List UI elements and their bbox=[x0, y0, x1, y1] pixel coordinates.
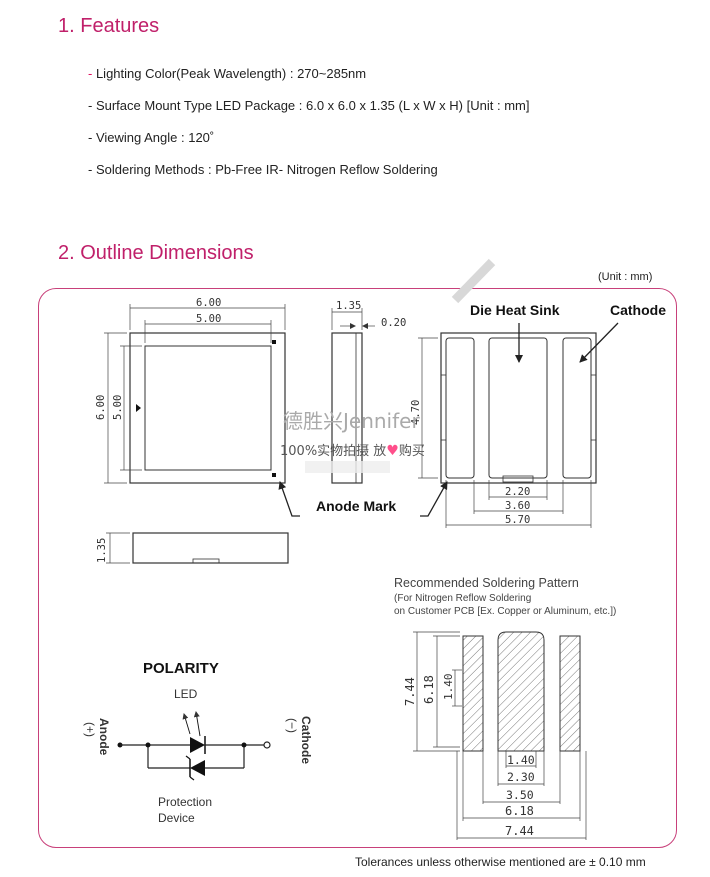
watermark-line2: 100%实物拍摄 放♥购买 bbox=[280, 443, 425, 459]
polarity-title: POLARITY bbox=[143, 660, 219, 677]
anode-mark-square bbox=[272, 473, 276, 477]
feature-item-package: - Surface Mount Type LED Package : 6.0 x… bbox=[88, 98, 529, 113]
feature-text: Surface Mount Type LED Package : 6.0 x 6… bbox=[92, 98, 530, 113]
led-diode-icon bbox=[190, 737, 205, 753]
dim-solder-w5: 7.44 bbox=[505, 824, 534, 838]
feature-dash: - bbox=[88, 98, 93, 113]
feature-text: Soldering Methods : Pb-Free IR- Nitrogen… bbox=[92, 162, 438, 177]
node-cathode bbox=[263, 741, 271, 749]
dim-bottom-height: 4.70 bbox=[410, 400, 422, 425]
dim-solder-w3: 3.50 bbox=[506, 788, 534, 802]
dim-bottom-outer: 5.70 bbox=[505, 514, 530, 526]
feature-dash: - bbox=[88, 66, 93, 81]
label-die-heat-sink: Die Heat Sink bbox=[470, 302, 560, 318]
polarity-cathode-label: Cathode bbox=[299, 716, 313, 764]
dim-top-height-outer: 6.00 bbox=[95, 395, 107, 420]
arrow-anode-right bbox=[420, 481, 448, 517]
dim-solder-height-mid: 6.18 bbox=[422, 675, 436, 704]
dim-front-height: 1.35 bbox=[96, 538, 108, 563]
solder-pad-right bbox=[559, 635, 581, 752]
dim-side-lip: 0.20 bbox=[381, 317, 406, 329]
top-view: 6.00 5.00 6.00 5.00 bbox=[95, 297, 286, 484]
soldering-sub2: on Customer PCB [Ex. Copper or Aluminum,… bbox=[394, 606, 616, 617]
protection-label: Protection bbox=[158, 795, 212, 809]
soldering-sub1: (For Nitrogen Reflow Soldering bbox=[394, 593, 531, 604]
polarity-cathode-sign: (−) bbox=[285, 718, 299, 733]
drawing-frame bbox=[38, 288, 677, 848]
protection-diode-icon bbox=[190, 760, 205, 776]
feature-item-soldering: - Soldering Methods : Pb-Free IR- Nitrog… bbox=[88, 162, 438, 177]
dim-solder-height-inner: 1.40 bbox=[442, 674, 455, 701]
dim-bottom-mid: 3.60 bbox=[505, 500, 530, 512]
dim-solder-w4: 6.18 bbox=[505, 804, 534, 818]
dim-top-height-inner: 5.00 bbox=[112, 395, 124, 420]
corner-mark bbox=[272, 340, 276, 344]
dim-bottom-center: 2.20 bbox=[505, 486, 530, 498]
heart-icon: ♥ bbox=[386, 443, 399, 459]
polarity-diagram: POLARITY LED Anode (+) Cathode (−) Prote… bbox=[83, 660, 313, 825]
label-anode-mark: Anode Mark bbox=[316, 498, 396, 514]
front-view-body bbox=[132, 532, 289, 564]
top-view-inner bbox=[144, 345, 272, 471]
soldering-pattern: Recommended Soldering Pattern (For Nitro… bbox=[394, 576, 616, 840]
front-view: 1.35 bbox=[96, 532, 289, 564]
polarity-anode-label: Anode bbox=[97, 718, 111, 756]
watermark-line1: 德胜兴Jennifer bbox=[283, 409, 420, 433]
arrow-cathode bbox=[579, 322, 619, 363]
side-view-body bbox=[331, 332, 363, 484]
dim-solder-height-outer: 7.44 bbox=[403, 677, 417, 706]
side-view: 1.35 0.20 bbox=[331, 300, 406, 484]
tolerance-note: Tolerances unless otherwise mentioned ar… bbox=[355, 855, 646, 869]
label-cathode: Cathode bbox=[610, 302, 666, 318]
dim-solder-w2: 2.30 bbox=[507, 770, 535, 784]
device-label: Device bbox=[158, 811, 195, 825]
feature-text: Viewing Angle : 120˚ bbox=[92, 130, 215, 145]
pad-left bbox=[445, 337, 475, 479]
arrow-anode-left bbox=[278, 481, 300, 517]
top-view-outer bbox=[129, 332, 286, 484]
unit-label: (Unit : mm) bbox=[598, 271, 653, 283]
pad-right bbox=[562, 337, 592, 479]
solder-pad-center bbox=[497, 631, 545, 752]
feature-dash: - bbox=[88, 162, 93, 177]
pad-center-heatsink bbox=[488, 337, 548, 479]
watermark-stroke bbox=[451, 258, 496, 304]
dim-side-thickness: 1.35 bbox=[336, 300, 361, 312]
feature-dash: - bbox=[88, 130, 93, 145]
features-heading: 1. Features bbox=[58, 15, 160, 37]
orientation-triangle bbox=[136, 404, 141, 412]
dim-top-width-inner: 5.00 bbox=[196, 313, 221, 325]
polarity-led-label: LED bbox=[174, 687, 198, 701]
dim-top-width-outer: 6.00 bbox=[196, 297, 221, 309]
polarity-anode-sign: (+) bbox=[83, 722, 97, 737]
solder-pad-left bbox=[462, 635, 484, 752]
feature-text: Lighting Color(Peak Wavelength) : 270~28… bbox=[92, 66, 367, 81]
soldering-title: Recommended Soldering Pattern bbox=[394, 576, 579, 590]
dim-solder-w1: 1.40 bbox=[507, 753, 535, 767]
feature-item-viewing-angle: - Viewing Angle : 120˚ bbox=[88, 130, 214, 145]
feature-item-lighting-color: - Lighting Color(Peak Wavelength) : 270~… bbox=[88, 66, 366, 81]
outline-heading: 2. Outline Dimensions bbox=[58, 242, 254, 264]
